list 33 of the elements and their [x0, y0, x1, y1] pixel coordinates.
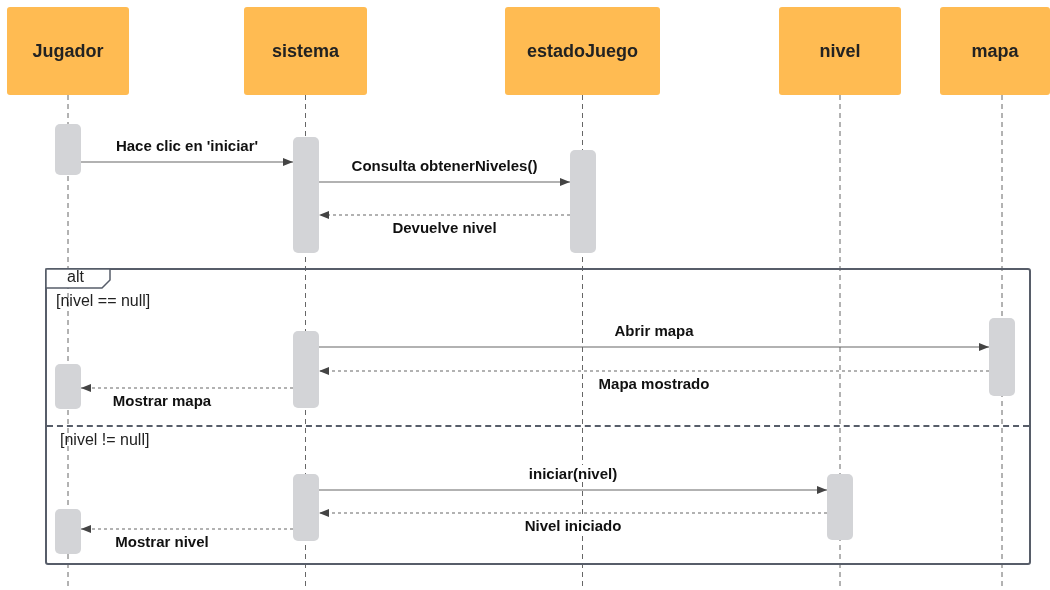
message-label: Mapa mostrado	[596, 375, 712, 392]
message-arrow	[80, 158, 294, 166]
participant-box: Jugador	[7, 7, 129, 95]
activation-bar	[293, 474, 319, 541]
message-arrow	[318, 509, 828, 517]
activation-bar	[827, 474, 853, 540]
message-arrow	[80, 384, 294, 392]
participant-box: estadoJuego	[505, 7, 660, 95]
message-arrow	[318, 211, 571, 219]
message-arrow	[318, 343, 990, 351]
participant-box: mapa	[940, 7, 1050, 95]
message-label: Devuelve nivel	[390, 219, 499, 236]
frame-operator: alt	[67, 268, 84, 286]
message-label: Consulta obtenerNiveles()	[349, 157, 540, 174]
activation-bar	[293, 137, 319, 253]
activation-bar	[55, 364, 81, 409]
activation-bar	[293, 331, 319, 408]
message-label: iniciar(nivel)	[526, 465, 620, 482]
guard-condition: [nivel != null]	[60, 431, 150, 449]
message-arrow	[80, 525, 294, 533]
guard-condition: [nivel == null]	[56, 292, 151, 310]
participant-box: sistema	[244, 7, 367, 95]
message-label: Nivel iniciado	[522, 517, 624, 534]
activation-bar	[55, 124, 81, 175]
activation-bar	[570, 150, 596, 253]
message-arrow	[318, 178, 571, 186]
message-arrow	[318, 367, 990, 375]
activation-bar	[989, 318, 1015, 396]
participant-box: nivel	[779, 7, 901, 95]
message-label: Mostrar nivel	[113, 533, 211, 550]
activation-bar	[55, 509, 81, 554]
message-label: Abrir mapa	[612, 322, 696, 339]
message-arrow	[318, 486, 828, 494]
